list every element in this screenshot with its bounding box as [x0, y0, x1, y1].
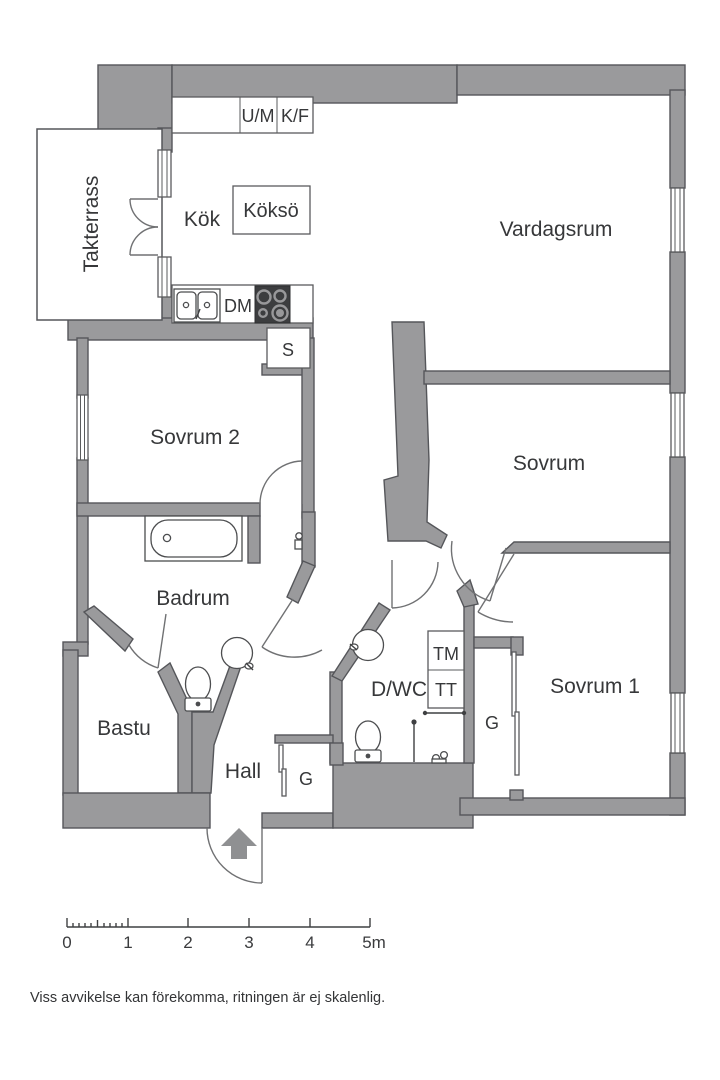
kitchen-sink-icon — [173, 288, 221, 323]
shower-mixer-icon — [294, 532, 303, 550]
closet-s-box — [266, 327, 311, 369]
room-label-vardagsrum: Vardagsrum — [500, 218, 613, 241]
kitchen-cabinets — [171, 96, 314, 369]
wall — [459, 797, 686, 816]
label-kokso: Köksö — [243, 200, 299, 222]
wall — [456, 578, 479, 608]
dwc-sink-icon — [349, 628, 385, 662]
upper-cabinet-row — [171, 96, 314, 134]
terrace-double-door — [129, 198, 159, 256]
wall — [500, 541, 671, 554]
room-label-sovrum: Sovrum — [513, 452, 585, 475]
label-um: U/M — [242, 106, 275, 126]
label-g-hall: G — [299, 769, 313, 789]
wall — [332, 762, 474, 829]
sovrum-door — [450, 540, 507, 602]
label-tm: TM — [433, 644, 459, 664]
wall — [76, 457, 89, 645]
wall — [669, 456, 686, 694]
label-s: S — [282, 340, 294, 360]
label-tt: TT — [435, 680, 457, 700]
wall — [423, 370, 671, 385]
scale-tick-4: 4 — [305, 933, 314, 952]
closets — [278, 630, 520, 797]
dwc-door — [391, 560, 439, 609]
sliding-door — [278, 744, 287, 797]
window — [157, 256, 172, 298]
room-label-kok: Kök — [184, 208, 221, 231]
label-kf: K/F — [281, 106, 309, 126]
bastu-door — [128, 613, 167, 669]
window — [157, 149, 172, 198]
stove-icon — [254, 285, 291, 324]
room-label-badrum: Badrum — [156, 587, 230, 610]
wall — [329, 742, 344, 766]
kitchen-island-box — [232, 185, 311, 235]
terrace-outline — [36, 128, 163, 321]
scale-tick-5m: 5m — [362, 933, 386, 952]
wall — [76, 502, 261, 517]
room-label-bastu: Bastu — [97, 717, 151, 740]
room-label-takterrass: Takterrass — [80, 176, 103, 273]
scale-bar: 0 1 2 3 4 5m — [62, 918, 386, 952]
wall — [82, 605, 134, 653]
sliding-door — [511, 651, 520, 776]
scale-tick-2: 2 — [183, 933, 192, 952]
wall — [274, 734, 334, 744]
wall — [97, 64, 173, 131]
wall — [286, 560, 316, 604]
wall — [509, 789, 524, 801]
badrum-toilet-icon — [184, 666, 212, 712]
bathtub-icon — [144, 515, 243, 562]
room-label-sovrum2: Sovrum 2 — [150, 426, 240, 449]
room-label-sovrum1: Sovrum 1 — [550, 675, 640, 698]
window — [670, 187, 685, 253]
badrum-door — [261, 598, 323, 658]
label-g-sovrum1: G — [485, 713, 499, 733]
doors — [128, 198, 515, 884]
scale-minor-ticks — [72, 920, 123, 927]
bath-fixtures — [144, 515, 467, 764]
wall — [76, 337, 89, 399]
labels: Takterrass Kök Köksö Vardagsrum Sovrum 2… — [80, 106, 640, 789]
window — [670, 392, 685, 458]
wall — [247, 515, 261, 564]
scale-tick-0: 0 — [62, 933, 71, 952]
wall — [669, 251, 686, 394]
window — [76, 394, 89, 461]
wall — [473, 636, 514, 649]
wall — [669, 89, 686, 189]
label-dm: DM — [224, 296, 252, 316]
wall — [383, 321, 448, 549]
entrance-door — [206, 827, 263, 884]
shower-rail-icon — [411, 719, 449, 764]
scale-tick-1: 1 — [123, 933, 132, 952]
windows — [76, 149, 685, 754]
wall — [62, 792, 211, 829]
wall — [62, 649, 79, 796]
dwc-toilet-icon — [354, 720, 382, 763]
room-label-hall: Hall — [225, 760, 261, 783]
entrance-arrow-icon — [221, 828, 257, 859]
badrum-sink-icon — [220, 636, 254, 671]
sovrum1-door — [477, 553, 515, 623]
wall — [456, 64, 686, 96]
wall — [261, 812, 334, 829]
disclaimer-text: Viss avvikelse kan förekomma, ritningen … — [30, 990, 385, 1006]
scale-tick-3: 3 — [244, 933, 253, 952]
sovrum2-door — [259, 460, 303, 505]
wall — [301, 511, 316, 568]
measure-line — [422, 710, 467, 716]
window — [670, 692, 685, 754]
wall — [510, 636, 524, 656]
room-label-dwc: D/WC — [371, 678, 427, 701]
wall — [463, 604, 475, 764]
